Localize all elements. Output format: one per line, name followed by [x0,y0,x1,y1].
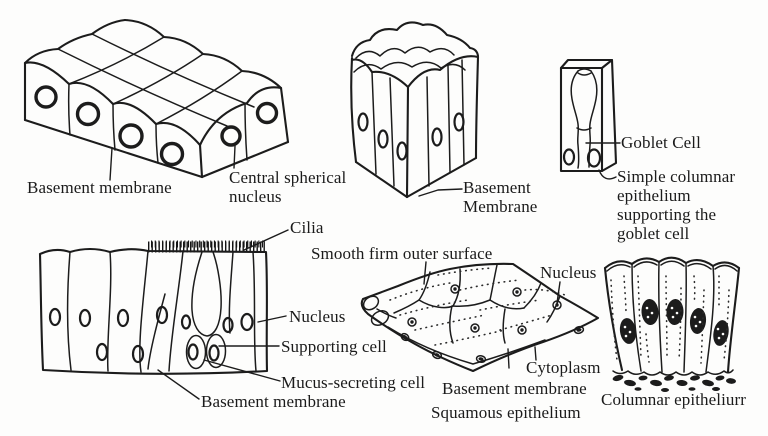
cuboidal-nuclei [34,85,279,167]
cuboidal-epithelium-drawing [23,18,290,179]
leader-lines [109,142,621,400]
columnar-block-drawing [350,21,480,199]
columnar-block-nuclei [357,112,465,161]
label-pseudostratified-basement-membrane: Basement membrane [201,392,346,411]
squamous-rim-nuclei [400,325,585,363]
columnar-epithelium-drawing [603,256,741,392]
label-smooth-firm-outer-surface: Smooth firm outer surface [311,244,493,263]
label-columnar-block-basement-membrane: Basement Membrane [463,178,538,217]
label-goblet-cell: Goblet Cell [621,133,701,152]
label-pseudostratified-nucleus: Nucleus [289,307,346,326]
caption-columnar-epithelium: Columnar epitheliurr [601,390,747,409]
label-supporting-cell: Supporting cell [281,337,387,356]
squamous-epithelium-drawing [360,262,600,373]
label-squamous-nucleus: Nucleus [540,263,597,282]
squamous-nuclei [407,284,562,335]
label-simple-columnar-epithelium: Simple columnar epithelium supporting th… [617,167,736,244]
columnar-stipple [610,275,730,364]
goblet-cell-drawing [559,58,618,173]
label-central-spherical-nucleus: Central spherical nucleus [229,168,347,207]
columnar-nuclei [619,299,729,346]
caption-squamous-epithelium: Squamous epithelium [431,403,581,422]
label-squamous-basement-membrane: Basement membrane [442,379,587,398]
label-cuboidal-basement-membrane: Basement membrane [27,178,172,197]
label-cytoplasm: Cytoplasm [526,358,601,377]
cilia-band [148,240,266,253]
pseudostratified-nuclei [48,305,254,364]
label-mucus-secreting-cell: Mucus-secreting cell [281,373,426,392]
label-cilia: Cilia [290,218,324,237]
pseudostratified-epithelium-drawing [38,240,269,375]
columnar-basement-debris [612,374,736,392]
squamous-stipple [389,267,566,346]
